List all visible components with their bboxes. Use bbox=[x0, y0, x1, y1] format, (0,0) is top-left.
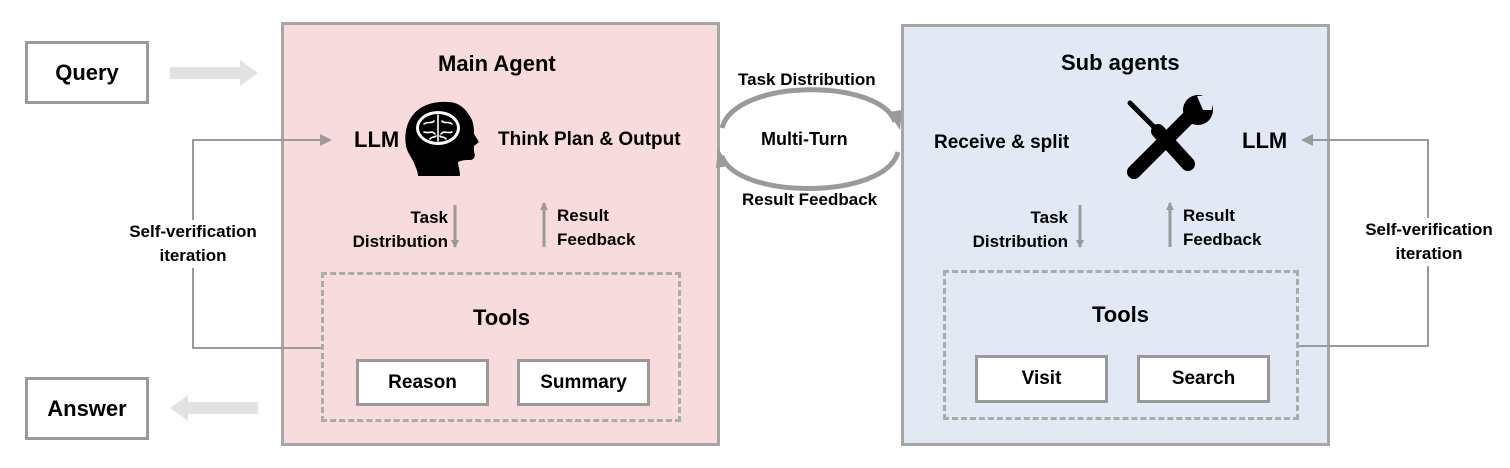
tools-icon bbox=[1127, 95, 1213, 179]
sub-tools-area bbox=[943, 270, 1299, 420]
sub-tools-title: Tools bbox=[1092, 302, 1150, 327]
answer-label: Answer bbox=[47, 395, 127, 421]
tool-search: Search bbox=[1137, 355, 1270, 403]
think-plan-label: Think Plan & Output bbox=[498, 129, 681, 150]
tool-visit: Visit bbox=[975, 355, 1108, 403]
link-bottom-label: Result Feedback bbox=[742, 190, 878, 209]
multi-turn-loop bbox=[716, 87, 902, 191]
tool-reason: Reason bbox=[356, 359, 489, 406]
main-tools-title: Tools bbox=[473, 305, 531, 330]
multi-turn-label: Multi-Turn bbox=[761, 129, 848, 149]
answer-box: Answer bbox=[25, 377, 149, 440]
link-top-label: Task Distribution bbox=[738, 70, 876, 89]
tool-summary: Summary bbox=[517, 359, 650, 406]
query-label: Query bbox=[55, 59, 119, 85]
query-arrow bbox=[170, 60, 258, 86]
sub-agents-title: Sub agents bbox=[1061, 50, 1180, 75]
brain-head-icon bbox=[405, 101, 479, 176]
query-box: Query bbox=[25, 41, 149, 104]
main-agent-title: Main Agent bbox=[438, 51, 556, 76]
main-llm-label: LLM bbox=[354, 127, 400, 152]
answer-arrow bbox=[170, 395, 258, 421]
main-tools-area bbox=[321, 272, 681, 422]
sub-llm-label: LLM bbox=[1242, 128, 1288, 153]
receive-split-label: Receive & split bbox=[934, 132, 1070, 153]
